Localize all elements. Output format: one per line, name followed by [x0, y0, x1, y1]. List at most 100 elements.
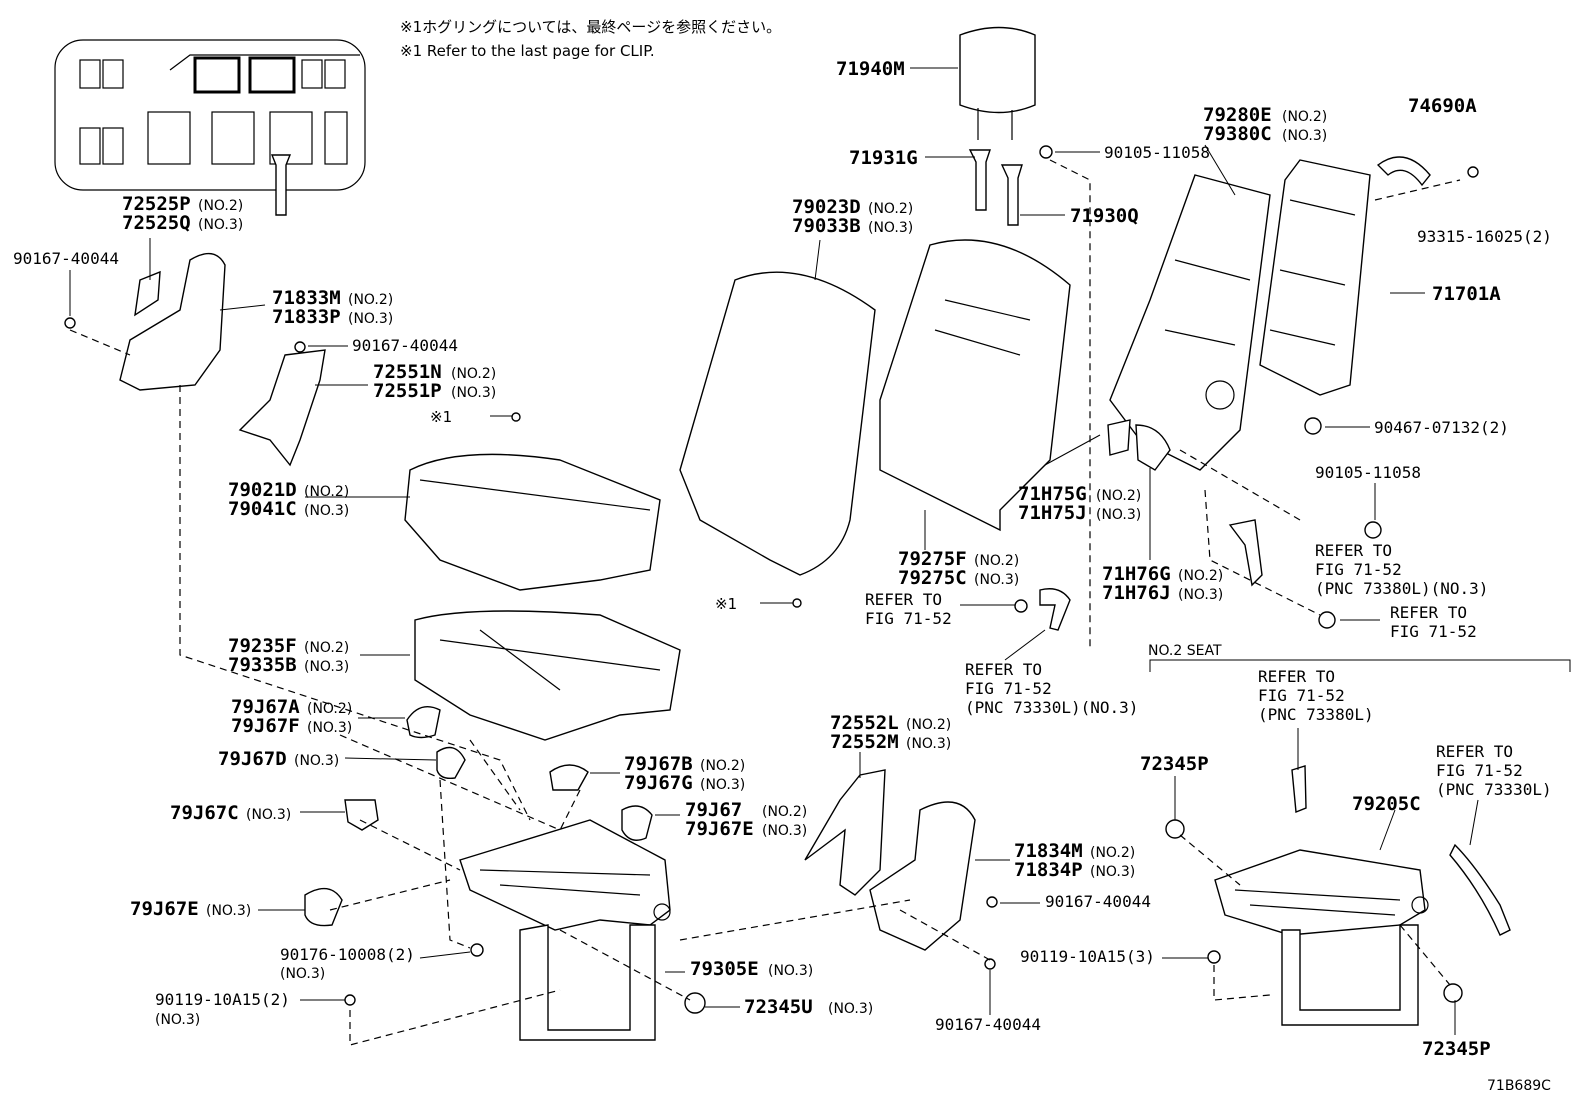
- label-79041C-suffix: (NO.3): [304, 503, 349, 519]
- label-72525Q-suffix: (NO.3): [198, 217, 243, 233]
- label-71931G: 71931G: [849, 147, 918, 169]
- label-79J67B: 79J67B: [624, 753, 693, 775]
- label-79023D-suffix: (NO.2): [868, 201, 913, 217]
- label-79021D-suffix: (NO.2): [304, 484, 349, 500]
- label-79J67E-suffix: (NO.3): [206, 903, 251, 919]
- seatback-cover: [679, 271, 876, 576]
- seatback-pad: [879, 239, 1071, 532]
- side-cover-lower: [804, 769, 886, 896]
- seatback-board: [1259, 159, 1371, 396]
- seat-frame-no2: [1214, 849, 1429, 1026]
- label-90167-a: 90167-40044: [13, 249, 119, 268]
- fasteners: [64, 145, 1479, 1014]
- label-71701A: 71701A: [1432, 283, 1501, 305]
- leader-lines: [69, 67, 1571, 1035]
- label-90119-a: 90119-10A15(3): [1020, 947, 1155, 966]
- refer-d-line3: (PNC 73330L)(NO.3): [965, 698, 1138, 717]
- label-90105-top: 90105-11058: [1104, 143, 1210, 162]
- label-72525P-suffix: (NO.2): [198, 198, 243, 214]
- label-90167-b: 90167-40044: [352, 336, 458, 355]
- label-79J67G: 79J67G: [624, 772, 693, 794]
- label-72551P: 72551P: [373, 380, 442, 402]
- label-79235F-suffix: (NO.2): [304, 640, 349, 656]
- figure-code: 71B689C: [1487, 1078, 1551, 1094]
- seat-cushion-pad: [414, 610, 681, 741]
- label-79J67D-suffix: (NO.3): [294, 753, 339, 769]
- label-79J67: 79J67: [685, 799, 742, 821]
- side-cover-71834: [869, 801, 976, 951]
- label-79J67C: 79J67C: [170, 802, 239, 824]
- label-79275C-suffix: (NO.3): [974, 572, 1019, 588]
- label-71930Q: 71930Q: [1070, 205, 1139, 227]
- label-90167-c: 90167-40044: [1045, 892, 1151, 911]
- side-cover-small: [238, 349, 326, 467]
- refer-f-line1: REFER TO: [1436, 742, 1513, 761]
- refer-d-line1: REFER TO: [965, 660, 1042, 679]
- label-71H75J: 71H75J: [1018, 502, 1087, 524]
- label-clip-2: ※1: [715, 595, 737, 613]
- assembly-lines: [69, 159, 1461, 1046]
- label-79J67A: 79J67A: [231, 696, 300, 718]
- label-72551N-suffix: (NO.2): [451, 366, 496, 382]
- refer-b-line2: FIG 71-52: [1315, 560, 1402, 579]
- label-79J67E: 79J67E: [130, 898, 199, 920]
- label-79305E-suffix: (NO.3): [768, 963, 813, 979]
- refer-e-line3: (PNC 73380L): [1258, 705, 1374, 724]
- clip-72525: [134, 270, 161, 317]
- label-71H75J-suffix: (NO.3): [1096, 507, 1141, 523]
- seat-frame-no3: [459, 819, 671, 1041]
- label-79J67-suffix: (NO.2): [762, 804, 807, 820]
- label-79235F: 79235F: [228, 635, 297, 657]
- label-79033B: 79033B: [792, 215, 861, 237]
- label-90167-d: 90167-40044: [935, 1015, 1041, 1034]
- label-93315: 93315-16025(2): [1417, 227, 1552, 246]
- label-79023D: 79023D: [792, 196, 861, 218]
- label-79380C: 79380C: [1203, 123, 1272, 145]
- label-90119-b: 90119-10A15(2): [155, 990, 290, 1009]
- label-79J67E-no3-suffix: (NO.3): [762, 823, 807, 839]
- label-90176: 90176-10008(2): [280, 945, 415, 964]
- label-72345U: 72345U: [744, 996, 813, 1018]
- label-79335B-suffix: (NO.3): [304, 659, 349, 675]
- label-79J67F: 79J67F: [231, 715, 300, 737]
- label-72525Q: 72525Q: [122, 212, 191, 234]
- label-71834P-suffix: (NO.3): [1090, 864, 1135, 880]
- label-79275F: 79275F: [898, 548, 967, 570]
- note-english: ※1 Refer to the last page for CLIP.: [400, 42, 655, 60]
- label-71833M: 71833M: [272, 287, 341, 309]
- label-71H75G: 71H75G: [1018, 483, 1087, 505]
- label-79275C: 79275C: [898, 567, 967, 589]
- label-79280E: 79280E: [1203, 104, 1272, 126]
- headrest-guides: [270, 149, 1023, 226]
- label-71H76G-suffix: (NO.2): [1178, 568, 1223, 584]
- label-74690A: 74690A: [1408, 95, 1477, 117]
- label-72552L: 72552L: [830, 712, 899, 734]
- refer-e-line1: REFER TO: [1258, 667, 1335, 686]
- label-79J67E-no3: 79J67E: [685, 818, 754, 840]
- small-covers: [304, 419, 1171, 927]
- label-71940M: 71940M: [836, 58, 905, 80]
- label-90119-b-suffix: (NO.3): [155, 1012, 200, 1028]
- refer-a-line2: FIG 71-52: [865, 609, 952, 628]
- refer-f-line3: (PNC 73330L): [1436, 780, 1552, 799]
- refer-b-line3: (PNC 73380L)(NO.3): [1315, 579, 1488, 598]
- label-71834P: 71834P: [1014, 859, 1083, 881]
- label-72345P-top: 72345P: [1140, 753, 1209, 775]
- label-71H76J: 71H76J: [1102, 582, 1171, 604]
- label-72345U-suffix: (NO.3): [828, 1001, 873, 1017]
- label-72551N: 72551N: [373, 361, 442, 383]
- seat-cushion-cover: [404, 453, 661, 591]
- label-79305E: 79305E: [690, 958, 759, 980]
- label-72552L-suffix: (NO.2): [906, 717, 951, 733]
- label-clip-1: ※1: [430, 408, 452, 426]
- refer-e-line2: FIG 71-52: [1258, 686, 1345, 705]
- label-79335B: 79335B: [228, 654, 297, 676]
- label-72552M-suffix: (NO.3): [906, 736, 951, 752]
- label-79J67G-suffix: (NO.3): [700, 777, 745, 793]
- seatback-frame: [1109, 174, 1271, 471]
- note-japanese: ※1ホグリングについては、最終ページを参照ください。: [400, 18, 781, 36]
- label-90105-right: 90105-11058: [1315, 463, 1421, 482]
- label-71834M: 71834M: [1014, 840, 1083, 862]
